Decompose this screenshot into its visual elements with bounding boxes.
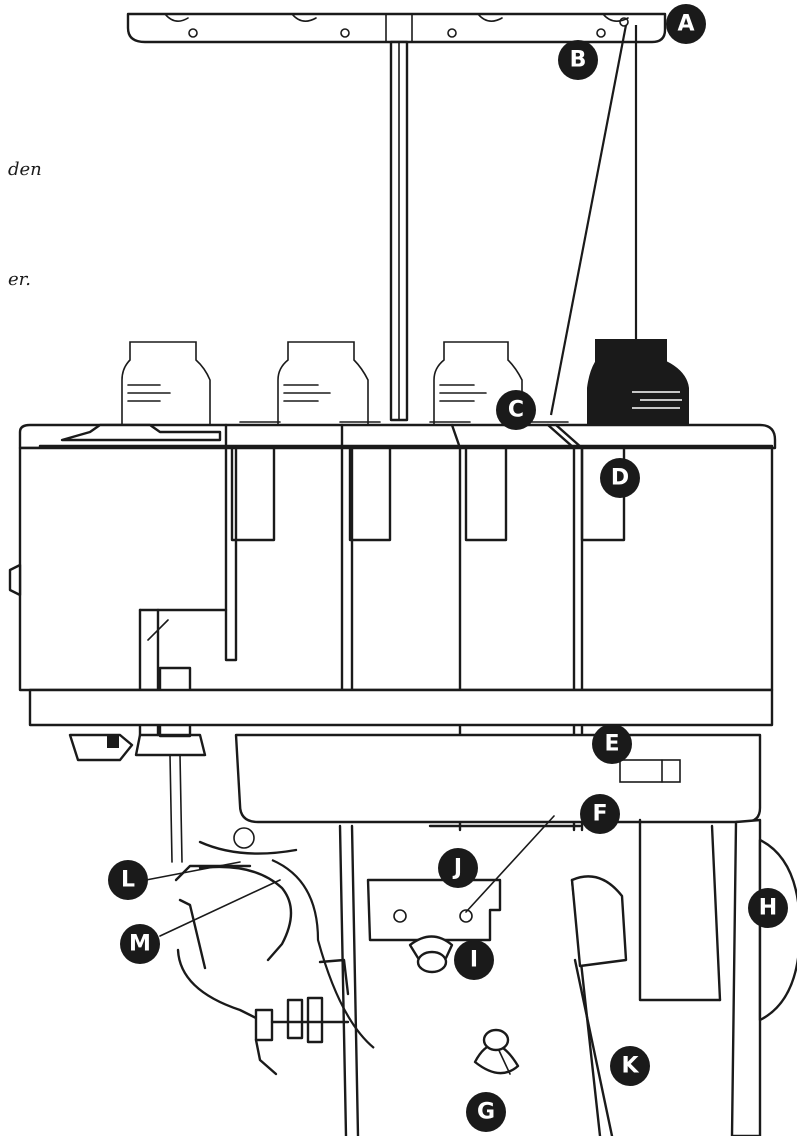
callout-e: E [592, 724, 632, 764]
callout-k: K [610, 1046, 650, 1086]
callout-a: A [666, 4, 706, 44]
svg-text:A: A [677, 12, 694, 37]
svg-text:F: F [592, 802, 607, 827]
callout-i: I [454, 940, 494, 980]
svg-text:L: L [121, 868, 135, 893]
callout-b: B [558, 40, 598, 80]
side-text-fragment-2: er. [8, 269, 31, 290]
needle-and-presser-foot [68, 733, 375, 1076]
svg-text:I: I [470, 948, 478, 973]
callout-leaders [145, 815, 555, 937]
svg-text:D: D [611, 466, 629, 491]
callout-f: F [580, 794, 620, 834]
callout-h: H [748, 888, 788, 928]
svg-text:E: E [604, 732, 619, 757]
svg-text:B: B [570, 48, 587, 73]
looper-mechanism [338, 818, 722, 1136]
thread-line-b [549, 24, 628, 416]
svg-text:M: M [129, 932, 151, 957]
callout-l: L [108, 860, 148, 900]
thread-cone-4-dark [587, 339, 689, 426]
svg-text:J: J [452, 856, 462, 881]
thread-cone-1 [121, 341, 211, 426]
callout-g: G [466, 1092, 506, 1132]
svg-text:C: C [508, 398, 524, 423]
thread-stand [126, 12, 667, 422]
svg-text:K: K [621, 1054, 639, 1079]
svg-text:G: G [477, 1100, 495, 1125]
callouts: A B C D E F G H I J K L M [108, 4, 788, 1132]
callout-d: D [600, 458, 640, 498]
svg-text:H: H [759, 896, 777, 921]
thread-cone-2 [277, 341, 369, 426]
callout-j: J [438, 848, 478, 888]
side-text-fragment-1: den [8, 159, 42, 180]
serger-body [8, 421, 797, 1136]
callout-m: M [120, 924, 160, 964]
callout-c: C [496, 390, 536, 430]
